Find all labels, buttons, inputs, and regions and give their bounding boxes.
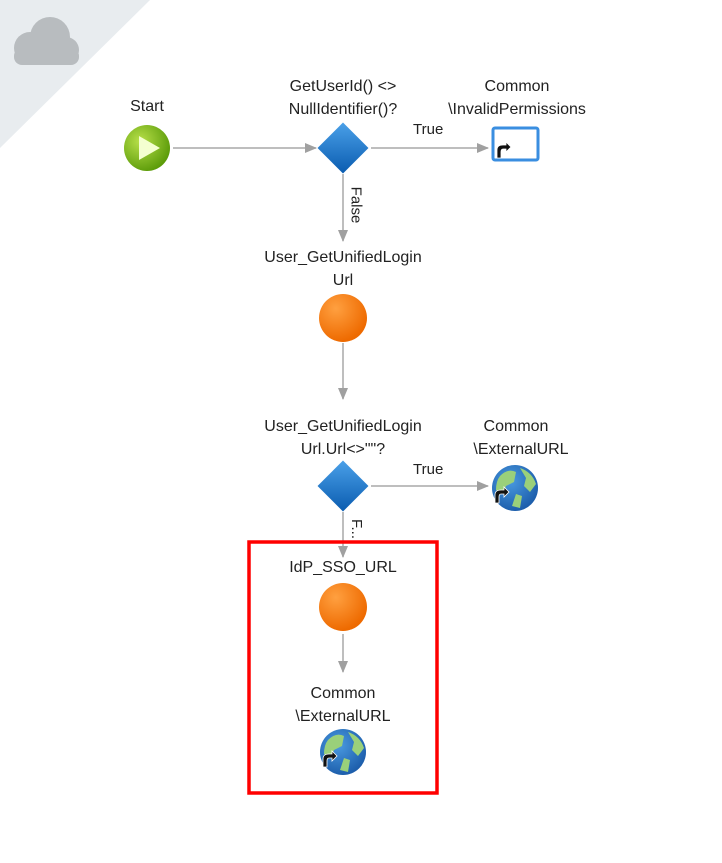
shortcut-arrow-icon	[494, 486, 510, 504]
if2-true-label: True	[413, 461, 444, 478]
if2-label-line2: Url.Url<>""?	[300, 441, 386, 458]
start-label: Start	[130, 98, 164, 115]
external-url-node-1[interactable]	[492, 465, 538, 511]
if1-true-label: True	[413, 121, 444, 138]
assign-node-1[interactable]	[319, 294, 367, 342]
canvas-corner-background	[0, 0, 150, 148]
invalid-permissions-label-line1: Common	[484, 78, 550, 95]
if1-label-line1: GetUserId() <>	[289, 78, 397, 95]
external-url2-label-line2: \ExternalURL	[295, 708, 391, 725]
if1-false-label: False	[347, 186, 365, 224]
if2-label-line1: User_GetUnifiedLogin	[264, 418, 422, 435]
globe-icon	[324, 732, 364, 772]
assign-node-2[interactable]	[319, 583, 367, 631]
external-url-node-2[interactable]	[320, 729, 366, 775]
if2-false-label: F...	[348, 518, 366, 540]
play-icon	[139, 136, 160, 160]
external-url2-label-line1: Common	[310, 685, 376, 702]
shortcut-arrow-icon	[322, 750, 338, 768]
shortcut-arrow-icon	[496, 141, 512, 159]
external-url1-label-line1: Common	[483, 418, 549, 435]
assign2-label: IdP_SSO_URL	[289, 559, 397, 576]
invalid-permissions-label-line2: \InvalidPermissions	[448, 101, 586, 118]
if-node-1[interactable]	[317, 122, 369, 174]
start-node[interactable]	[124, 125, 170, 171]
assign1-label-line2: Url	[332, 272, 354, 289]
highlight-box	[247, 540, 439, 795]
cloud-icon	[14, 17, 79, 65]
if-node-2[interactable]	[317, 460, 369, 512]
assign1-label-line1: User_GetUnifiedLogin	[264, 249, 422, 266]
if1-label-line2: NullIdentifier()?	[288, 101, 398, 118]
invalid-permissions-node[interactable]	[491, 126, 540, 162]
external-url1-label-line2: \ExternalURL	[473, 441, 569, 458]
globe-icon	[496, 468, 536, 508]
